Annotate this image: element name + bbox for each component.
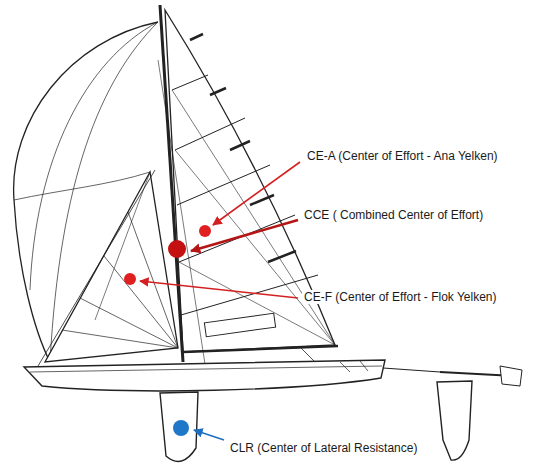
sail-window [204, 313, 275, 337]
leader-arrow [191, 220, 298, 251]
mast [160, 5, 183, 362]
sail-seam [62, 212, 178, 348]
leader-arrow [140, 281, 298, 298]
leader-arrow [194, 430, 224, 440]
mainsheet [300, 347, 315, 362]
combined-effort-point [168, 240, 186, 258]
sail-seam [175, 150, 335, 345]
sails [14, 5, 338, 366]
forestay [38, 170, 155, 366]
transom-fitting [383, 368, 440, 372]
boom [183, 346, 338, 352]
sail-seam [95, 172, 150, 320]
callout-label: CCE ( Combined Center of Effort) [302, 208, 485, 222]
centerboard [160, 392, 198, 461]
deck-fitting [340, 361, 368, 372]
shroud [158, 60, 205, 364]
sail-seam [181, 275, 318, 315]
spinnaker-seam [14, 172, 150, 200]
callout-label: CE-F (Center of Effort - Flok Yelken) [302, 290, 499, 304]
effort-point [124, 273, 136, 285]
leader-lines [140, 162, 300, 440]
jib [45, 172, 178, 362]
hull-group [24, 360, 522, 461]
sail-seam [175, 118, 245, 150]
hull [24, 360, 385, 391]
callout-label: CLR (Center of Lateral Resistance) [228, 441, 419, 455]
resistance-point [173, 420, 189, 436]
callout-label: CE-A (Center of Effort - Ana Yelken) [305, 149, 500, 163]
deck-line [30, 366, 382, 372]
effort-point [199, 225, 211, 237]
tiller-end [500, 366, 522, 386]
batten [190, 34, 296, 262]
center-points [124, 225, 211, 436]
leader-arrow [213, 162, 300, 225]
sail-seam [172, 75, 208, 90]
rudder [437, 381, 472, 460]
